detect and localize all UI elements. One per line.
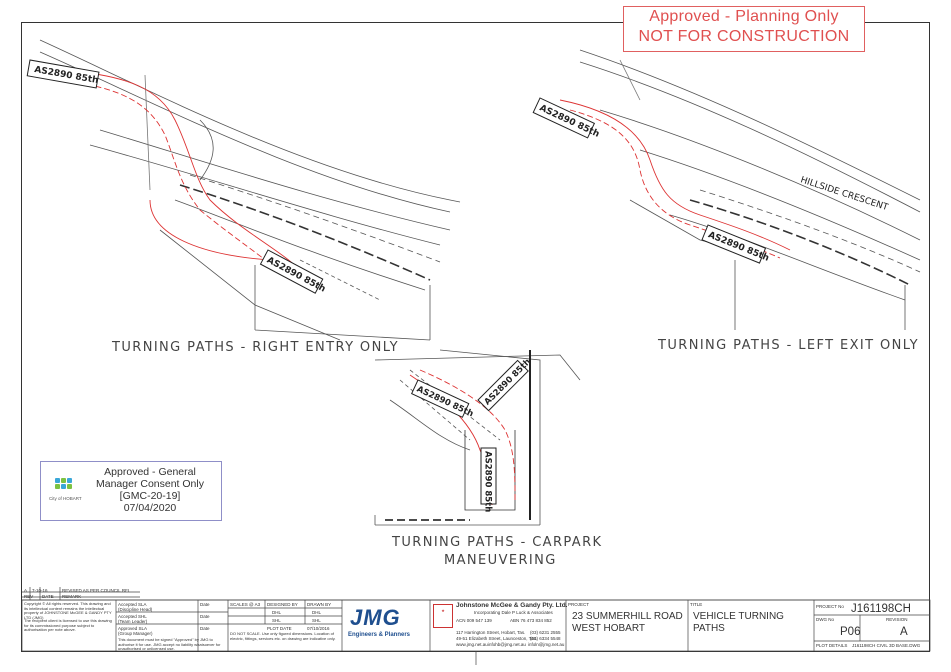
title-block-grid	[21, 587, 931, 665]
project-no-label: PROJECT No	[816, 604, 844, 609]
plot-date-label: PLOT DATE	[267, 626, 292, 631]
jmg-logo-letters: JMG	[350, 605, 401, 630]
caption-carpark: TURNING PATHS - CARPARK	[392, 535, 603, 550]
caption-carpark-line2: MANEUVERING	[444, 553, 557, 568]
license-disclaimer: The recipient client is licensed to use …	[24, 618, 112, 633]
dwg-no-label: DWG No	[816, 617, 834, 622]
carpark-vehicles: AS2890 85th AS2890 85th AS2890 85th	[410, 357, 533, 512]
council-stamp-line3: [GMC-20-19]	[119, 490, 181, 502]
left-exit-vehicles: AS2890 85th AS2890 85th HILLSIDE CRESCEN…	[532, 97, 890, 264]
company-web: www.jmg.net.au	[456, 642, 488, 647]
revision-rev-header: REV	[24, 594, 34, 599]
scale-note: DO NOT SCALE. Use only figured dimension…	[230, 631, 336, 641]
right-entry-linework	[39, 39, 461, 341]
plot-details: J161198CH CIVIL 3D BASE.DWG	[852, 643, 921, 648]
title-line-2: PATHS	[693, 623, 725, 634]
company-name: Johnstone McGee & Gandy Pty. Ltd.	[456, 602, 568, 609]
company-acn: ACN 009 547 139	[456, 618, 492, 623]
dwg-no: P06	[840, 626, 861, 638]
right-entry-vehicles: AS2890 85th AS2890 85th	[26, 59, 327, 295]
accepted-3-role: (Group Manager)	[118, 631, 153, 636]
plot-details-label: PLOT DETAILS	[816, 643, 848, 648]
left-exit-swept-path	[559, 99, 791, 259]
company-email-2: infoln@jmg.net.au	[528, 642, 565, 647]
project-line-1: 23 SUMMERHILL ROAD	[572, 611, 683, 622]
designed-by-label: DESIGNED BY	[267, 602, 298, 607]
caption-right-entry: TURNING PATHS - RIGHT ENTRY ONLY	[112, 340, 399, 355]
city-of-hobart-logo: City of HOBART	[49, 478, 82, 501]
approved-by: SHL	[312, 618, 321, 623]
company-address-1: 117 Harrington Street, Hobart, Tas.	[456, 630, 526, 635]
date-label-3: Date	[200, 626, 210, 631]
revision-remark-header: REMARK	[62, 594, 82, 599]
company-abn: ABN 76 473 834 852	[510, 618, 552, 623]
council-stamp-line4: 07/04/2020	[123, 502, 177, 514]
company-phone-2: (03) 6334 5548	[530, 636, 561, 641]
left-exit-linework	[579, 49, 921, 330]
revision-remark: REVISED AS PER COUNCIL RFI	[62, 588, 130, 593]
street-label: HILLSIDE CRESCENT	[799, 175, 890, 213]
project-label: PROJECT	[568, 602, 590, 607]
council-stamp-line1: Approved - General	[104, 466, 196, 478]
vehicle-label: AS2890 85th	[265, 255, 327, 294]
planning-approval-stamp: Approved - Planning Only NOT FOR CONSTRU…	[623, 6, 865, 52]
designed-by: DHL	[272, 610, 282, 615]
revision-value: A	[900, 626, 908, 638]
jmg-logo: JMG Engineers & Planners	[344, 603, 429, 641]
title-line-1: VEHICLE TURNING	[693, 611, 784, 622]
revision-date-header: DATE	[42, 594, 54, 599]
accepted-1: Accepted SLA	[118, 602, 147, 607]
date-label-2: Date	[200, 614, 210, 619]
drawn-by: DHL	[312, 610, 322, 615]
drawn-by-label: DRAWN BY	[307, 602, 332, 607]
title-label: TITLE	[690, 602, 703, 607]
scales-label: SCALES @ A3	[230, 602, 261, 607]
council-org: City of HOBART	[49, 496, 82, 501]
jmg-tagline: Engineers & Planners	[348, 632, 411, 638]
accepted-1-role: (Discipline Head)	[118, 607, 153, 612]
project-line-2: WEST HOBART	[572, 623, 645, 634]
vehicle-label: AS2890 85th	[483, 451, 493, 512]
company-incorporating: Incorporating Dale P Luck & Associates	[474, 610, 553, 615]
right-entry-swept-path	[59, 69, 301, 281]
plot-date: 07/10/2016	[307, 626, 330, 631]
checked-by: SHL	[272, 618, 281, 623]
carpark-linework	[374, 349, 581, 526]
copyright-note: Copyright © All rights reserved. This dr…	[24, 601, 112, 620]
company-phone-1: (03) 6231 2555	[530, 630, 561, 635]
council-approval-stamp: City of HOBART Approved - General Manage…	[40, 461, 222, 521]
revision-rev: A	[24, 588, 28, 593]
company-email-1: infohb@jmg.net.au	[488, 642, 526, 647]
council-stamp-line2: Manager Consent Only	[96, 478, 204, 490]
planning-stamp-line2: NOT FOR CONSTRUCTION	[638, 28, 850, 45]
accepted-2-role: (Team Leader)	[118, 619, 148, 624]
accepted-2: Accepted SHL	[118, 614, 147, 619]
accepted-3: Approved SLA	[118, 626, 148, 631]
revision-label: REVISION	[886, 617, 908, 622]
authorisation-note: This document must be signed "Approved" …	[118, 637, 221, 652]
date-label-1: Date	[200, 602, 210, 607]
revision-date: 7-10-16	[32, 588, 48, 593]
certification-logo: ★	[433, 604, 453, 628]
project-no: J161198CH	[851, 603, 911, 615]
planning-stamp-line1: Approved - Planning Only	[649, 8, 839, 25]
drawing-border	[21, 22, 930, 652]
vehicle-label: AS2890 85th	[483, 357, 533, 407]
company-address-2: 49-51 Elizabeth Street, Launceston, Tas.	[456, 636, 537, 641]
caption-left-exit: TURNING PATHS - LEFT EXIT ONLY	[658, 338, 920, 353]
